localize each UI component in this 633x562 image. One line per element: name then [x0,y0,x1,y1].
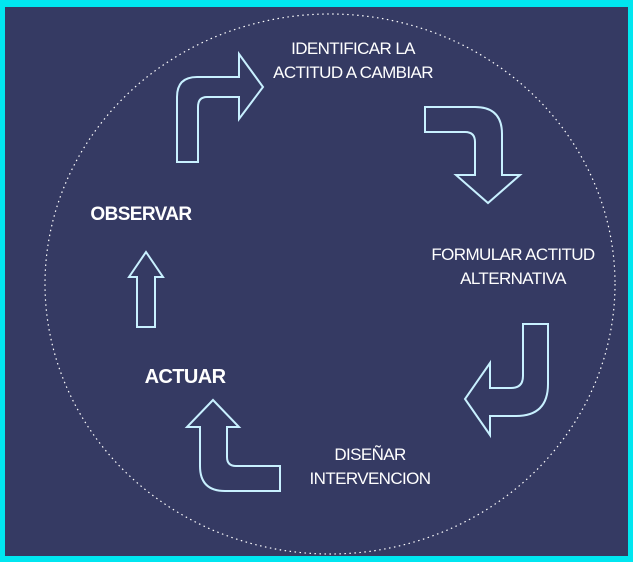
arrow-identificar-to-formular [424,106,523,205]
step-identificar-label: IDENTIFICAR LA ACTITUD A CAMBIAR [263,37,443,85]
arrow-disenar-to-actuar [184,398,281,492]
step-formular-label: FORMULAR ACTITUD ALTERNATIVA [418,243,608,291]
step-observar-label: OBSERVAR [71,203,211,227]
arrow-actuar-to-observar [127,250,165,328]
step-observar-text: OBSERVAR [90,204,192,225]
arrow-formular-to-disenar [463,323,549,439]
step-actuar-text: ACTUAR [144,366,226,388]
diagram-frame: IDENTIFICAR LA ACTITUD A CAMBIAR FORMULA… [5,7,628,556]
step-identificar-line1: IDENTIFICAR LA [291,39,415,58]
step-formular-line2: ALTERNATIVA [460,269,566,288]
cycle-diagram [44,13,616,555]
step-actuar-label: ACTUAR [125,365,245,389]
step-formular-line1: FORMULAR ACTITUD [431,245,595,264]
step-disenar-line1: DISEÑAR [334,445,406,464]
step-identificar-line2: ACTITUD A CAMBIAR [273,63,433,82]
step-disenar-line2: INTERVENCION [309,469,432,488]
cycle-circle [44,13,616,555]
step-disenar-label: DISEÑAR INTERVENCION [295,443,445,491]
arrow-observar-to-identificar [176,50,265,163]
